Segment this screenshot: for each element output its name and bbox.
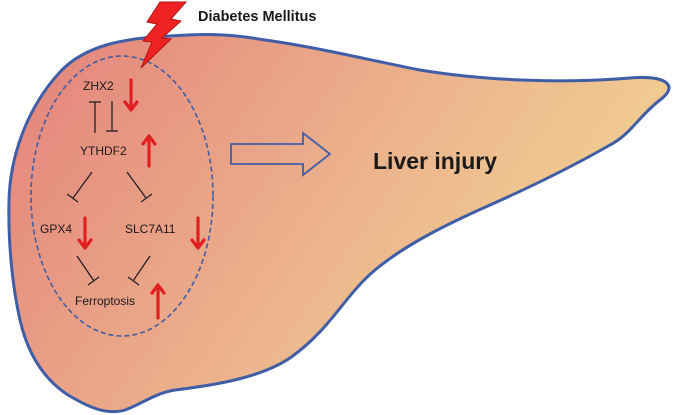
node-zhx2: ZHX2 <box>83 79 114 93</box>
node-slc7a11: SLC7A11 <box>125 222 176 236</box>
regulation-arrows <box>77 78 206 320</box>
node-gpx4: GPX4 <box>40 222 72 236</box>
regulation-arrow-slc7a11-down <box>190 216 206 250</box>
regulation-arrow-zhx2-down <box>123 78 139 112</box>
outcome-label: Liver injury <box>373 148 497 174</box>
inhibit-gpx4-ferroptosis <box>76 255 100 286</box>
trigger-label: Diabetes Mellitus <box>198 9 316 25</box>
inhibit-slc7a11-ferroptosis <box>127 255 151 286</box>
outcome-arrow <box>230 131 332 177</box>
inhibition-edges <box>66 101 153 286</box>
node-ferroptosis: Ferroptosis <box>75 294 135 308</box>
pathway-region <box>30 55 214 337</box>
node-ythdf2: YTHDF2 <box>80 144 127 158</box>
inhibit-ythdf2-slc7a11 <box>126 171 153 203</box>
inhibit-ythdf2-zhx2 <box>89 101 101 133</box>
liver-shape <box>7 33 671 414</box>
lightning-bolt-icon <box>140 1 188 69</box>
inhibit-ythdf2-gpx4 <box>66 171 93 203</box>
regulation-arrow-gpx4-down <box>77 216 93 250</box>
regulation-arrow-ythdf2-up <box>141 134 157 168</box>
inhibit-zhx2-ythdf2 <box>106 101 118 132</box>
regulation-arrow-ferroptosis-up <box>150 283 166 320</box>
